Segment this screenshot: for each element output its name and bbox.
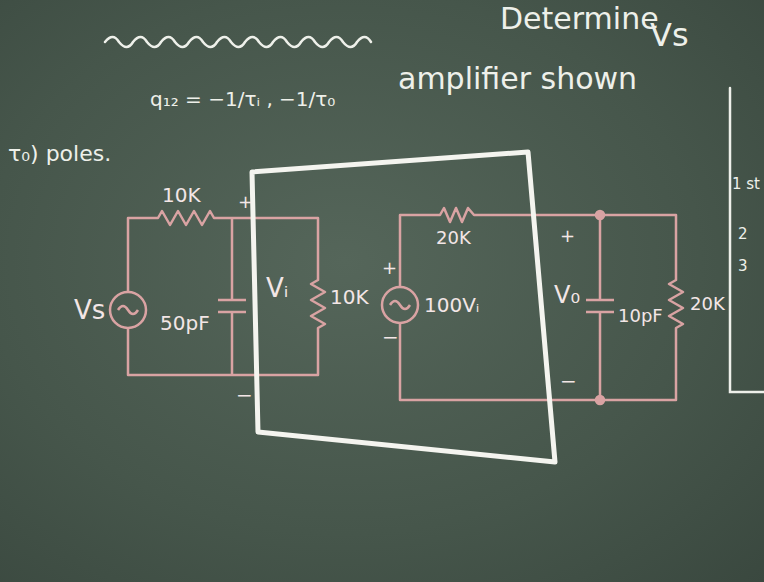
formula-text: q₁₂ = −1/τᵢ , −1/τ₀ <box>150 88 335 110</box>
panel-border <box>730 88 764 392</box>
component-value: 10K <box>330 286 369 308</box>
component-value: 10pF <box>618 306 663 326</box>
polarity-sign: + <box>238 192 253 212</box>
step-number: 3 <box>738 258 748 275</box>
source-symbol <box>118 306 138 314</box>
polarity-sign: − <box>560 370 577 392</box>
capacitor-symbol <box>586 215 614 400</box>
polarity-sign: + <box>560 226 575 246</box>
capacitor-symbol <box>218 218 246 375</box>
source-value: 100Vᵢ <box>424 294 479 316</box>
polarity-sign: − <box>382 326 399 348</box>
component-value: 50pF <box>160 312 210 334</box>
signal-name: Vᵢ <box>266 274 288 303</box>
heading-text: Determine <box>500 2 659 35</box>
chalk-scribble <box>105 37 371 47</box>
polarity-sign: + <box>382 258 397 278</box>
amplifier-box <box>252 152 555 462</box>
component-value: 20K <box>436 228 471 248</box>
signal-name: V₀ <box>554 282 580 308</box>
polarity-sign: − <box>236 384 253 406</box>
heading-text: amplifier shown <box>398 62 637 95</box>
voltage-source <box>110 292 146 328</box>
source-symbol <box>390 301 410 309</box>
step-number: 2 <box>738 226 748 243</box>
component-value: 20K <box>690 294 725 314</box>
junction-dot <box>596 211 604 219</box>
heading-symbol: Vs <box>650 18 689 53</box>
input-loop-wire <box>128 211 325 375</box>
signal-name: Vs <box>74 296 105 325</box>
component-value: 10K <box>162 184 201 206</box>
step-number: 1 st <box>732 176 760 193</box>
dependent-source <box>382 287 418 323</box>
note-text: τ₀) poles. <box>8 142 111 166</box>
junction-dot <box>596 396 604 404</box>
